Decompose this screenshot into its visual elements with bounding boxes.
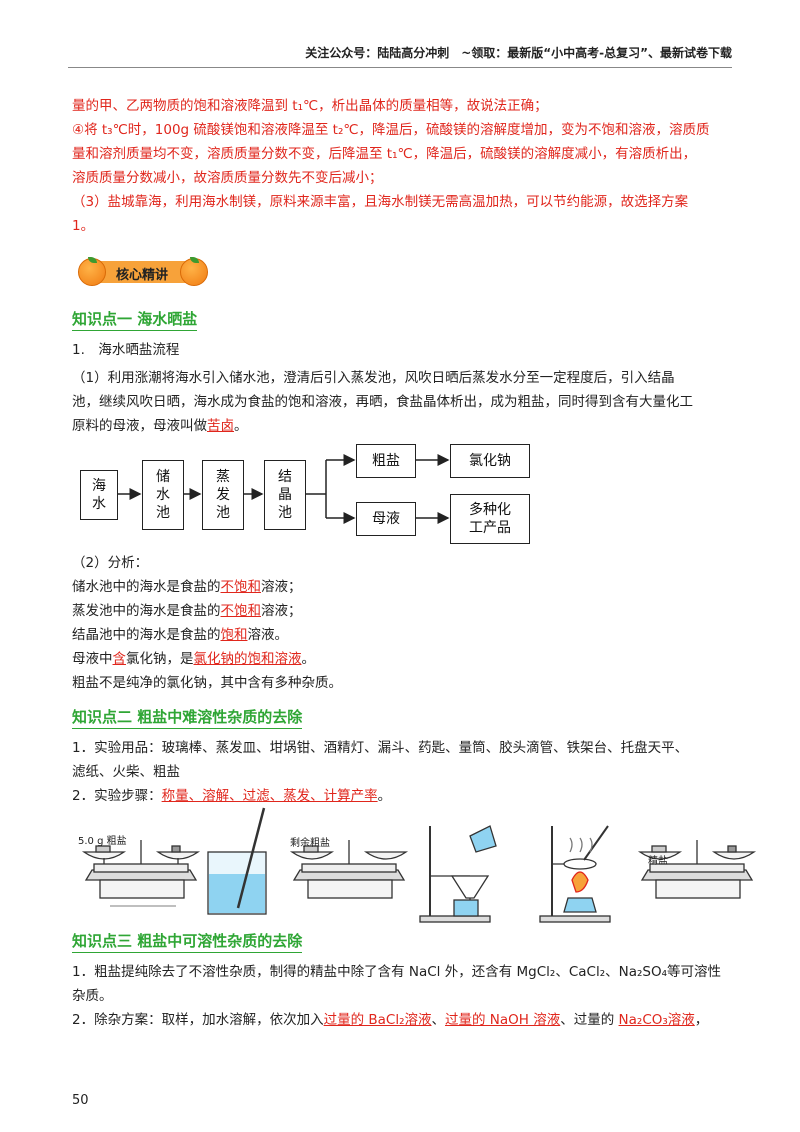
kp2-title: 知识点二 粗盐中难溶性杂质的去除 [72, 706, 303, 729]
flow-chemical-products: 多种化 工产品 [450, 494, 530, 544]
kp2-body: 1．实验用品：玻璃棒、蒸发皿、坩埚钳、酒精灯、漏斗、药匙、量筒、胶头滴管、铁架台… [72, 736, 732, 808]
kp1-paragraph-line: 池，继续风吹日晒，海水成为食盐的饱和溶液，再晒，食盐晶体析出，成为粗盐，同时得到… [72, 394, 693, 410]
balance-icon [289, 840, 409, 899]
fill-answer: 苦卤 [207, 418, 234, 434]
answer-continuation: 量的甲、乙两物质的饱和溶液降温到 t₁℃，析出晶体的质量相等，故说法正确； ④将… [72, 94, 732, 238]
kp3-line: 2．除杂方案：取样，加水溶解，依次加入过量的 BaCl₂溶液、过量的 NaOH … [72, 1012, 709, 1028]
flow-crude-salt: 粗盐 [356, 444, 416, 478]
analysis-heading: （2）分析： [72, 555, 149, 571]
kp1-title-wrap: 知识点一 海水晒盐 [72, 308, 732, 331]
fill-answer: 氯化钠的饱和溶液 [193, 651, 302, 667]
fill-answer: 饱和 [220, 627, 248, 643]
flow-mother-liquor: 母液 [356, 502, 416, 536]
kp1-body: 1. 海水晒盐流程 （1）利用涨潮将海水引入储水池，澄清后引入蒸发池，风吹日晒后… [72, 338, 732, 438]
fill-answer: 不饱和 [220, 579, 262, 595]
flow-seawater: 海 水 [80, 470, 118, 520]
kp1-paragraph-line: （1）利用涨潮将海水引入储水池，澄清后引入蒸发池，风吹日晒后蒸发水分至一定程度后… [72, 370, 675, 386]
answer-line: 量和溶剂质量均不变，溶质质量分数不变，后降温至 t₁℃，降温后，硫酸镁的溶解度减… [72, 146, 697, 162]
fill-answer: Na₂CO₃溶液 [618, 1012, 695, 1028]
kp1-title: 知识点一 海水晒盐 [72, 308, 198, 331]
kp2-materials-line: 1．实验用品：玻璃棒、蒸发皿、坩埚钳、酒精灯、漏斗、药匙、量筒、胶头滴管、铁架台… [72, 740, 689, 756]
page-header: 关注公众号：陆陆高分冲刺 ~领取：最新版“小中高考-总复习”、最新试卷下载 [305, 46, 732, 60]
kp3-title-wrap: 知识点三 粗盐中可溶性杂质的去除 [72, 930, 732, 953]
kp3-body: 1．粗盐提纯除去了不溶性杂质，制得的精盐中除了含有 NaCl 外，还含有 MgC… [72, 960, 732, 1032]
kp3-line: 杂质。 [72, 988, 113, 1004]
kp2-materials-line: 滤纸、火柴、粗盐 [72, 764, 180, 780]
illustration-label-crude-salt: 5.0 g 粗盐 [78, 836, 127, 847]
beaker-stirring-icon [207, 807, 267, 915]
filtration-setup-icon [419, 825, 497, 923]
kp1-subtitle: 1. 海水晒盐流程 [72, 342, 180, 358]
illustration-label-refined-salt: 精盐 [648, 856, 668, 867]
core-lecture-badge: 核心精讲 [76, 257, 208, 287]
fill-answer: 过量的 NaOH 溶液 [445, 1012, 561, 1028]
kp1-analysis: （2）分析： 储水池中的海水是食盐的不饱和溶液； 蒸发池中的海水是食盐的不饱和溶… [72, 551, 732, 695]
answer-line: ④将 t₃℃时，100g 硫酸镁饱和溶液降温至 t₂℃，降温后，硫酸镁的溶解度增… [72, 122, 710, 138]
flow-crystallization-pool: 结 晶 池 [264, 460, 306, 530]
orange-icon [180, 257, 208, 286]
kp1-paragraph-line: 原料的母液，母液叫做苦卤。 [72, 418, 248, 434]
flow-evaporation-pool: 蒸 发 池 [202, 460, 244, 530]
balance-icon [637, 840, 757, 899]
orange-icon [78, 257, 106, 286]
balance-icon [81, 840, 201, 907]
answer-line: 量的甲、乙两物质的饱和溶液降温到 t₁℃，析出晶体的质量相等，故说法正确； [72, 98, 548, 114]
fill-answer: 含 [112, 651, 127, 667]
flow-storage-pool: 储 水 池 [142, 460, 184, 530]
fill-answer: 称量、溶解、过滤、蒸发、计算产率 [161, 788, 378, 804]
kp2-title-wrap: 知识点二 粗盐中难溶性杂质的去除 [72, 706, 732, 729]
analysis-line: 结晶池中的海水是食盐的饱和溶液。 [72, 627, 288, 643]
kp2-steps-line: 2．实验步骤：称量、溶解、过滤、蒸发、计算产率。 [72, 788, 392, 804]
flow-sodium-chloride: 氯化钠 [450, 444, 530, 478]
fill-answer: 过量的 BaCl₂溶液 [323, 1012, 432, 1028]
badge-label: 核心精讲 [115, 268, 168, 283]
answer-line: 1。 [72, 218, 95, 234]
page-number: 50 [72, 1093, 89, 1108]
analysis-line: 母液中含氯化钠，是氯化钠的饱和溶液。 [72, 651, 315, 667]
header-divider [68, 67, 732, 68]
badge-bar [88, 261, 196, 283]
kp3-line: 1．粗盐提纯除去了不溶性杂质，制得的精盐中除了含有 NaCl 外，还含有 MgC… [72, 964, 721, 980]
analysis-line: 粗盐不是纯净的氯化钠，其中含有多种杂质。 [72, 675, 342, 691]
kp3-title: 知识点三 粗盐中可溶性杂质的去除 [72, 930, 303, 953]
fill-answer: 不饱和 [220, 603, 262, 619]
evaporation-setup-icon [539, 825, 611, 923]
analysis-line: 储水池中的海水是食盐的不饱和溶液； [72, 579, 302, 595]
answer-line: 溶质质量分数减小，故溶质质量分数先不变后减小； [72, 170, 383, 186]
analysis-line: 蒸发池中的海水是食盐的不饱和溶液； [72, 603, 302, 619]
illustration-label-remaining-salt: 剩余粗盐 [290, 838, 330, 849]
answer-line: （3）盐城靠海，利用海水制镁，原料来源丰富，且海水制镁无需高温加热，可以节约能源… [72, 194, 689, 210]
